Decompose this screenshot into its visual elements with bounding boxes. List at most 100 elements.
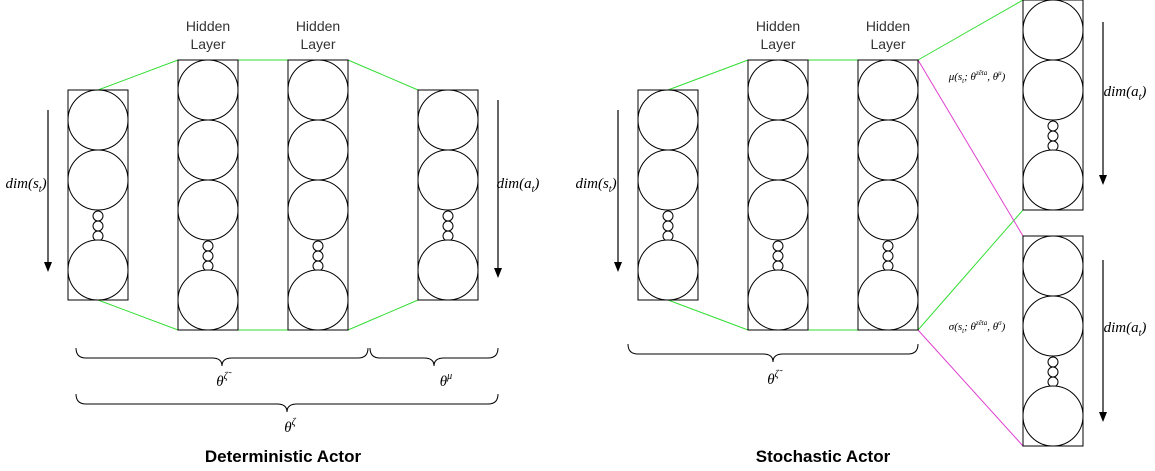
neuron	[287, 59, 349, 121]
deterministic-actor: Hidden Layer Hidden Layer	[5, 18, 539, 466]
neuron	[177, 119, 239, 181]
neuron	[1022, 235, 1084, 297]
ellipsis-dot	[1047, 366, 1059, 378]
down-arrow-head	[614, 262, 622, 272]
ellipsis-dot	[882, 250, 894, 262]
neuron	[857, 179, 919, 241]
sto-mu-layer	[1022, 0, 1084, 211]
det-input-dim-arrow	[44, 110, 52, 272]
det-brace-total-label: θζ	[284, 417, 296, 436]
sto-sigma-label: σ(st; θzēta, θσ)	[949, 319, 1006, 335]
sto-brace-body	[627, 343, 919, 363]
neuron	[857, 59, 919, 121]
ellipsis-dot	[1047, 356, 1059, 368]
sto-conn-in-h1-top	[667, 59, 749, 91]
neuron	[287, 269, 349, 331]
neuron	[857, 269, 919, 331]
down-arrow-head	[1099, 412, 1107, 422]
ellipsis-dot	[312, 240, 324, 252]
neuron	[177, 59, 239, 121]
neuron	[747, 59, 809, 121]
sto-connections	[667, 0, 1024, 447]
sto-mu-dim-arrow	[1099, 22, 1107, 185]
neuron	[67, 239, 129, 301]
neuron	[1022, 0, 1084, 61]
neuron	[177, 269, 239, 331]
sto-hidden-layer-1-label-line2: Layer	[760, 36, 795, 52]
ellipsis-dot	[772, 250, 784, 262]
ellipsis-dot	[202, 240, 214, 252]
sto-brace-body-label: θζ̃	[767, 369, 782, 388]
det-conn-in-h1-top	[97, 59, 179, 91]
down-arrow-head	[494, 268, 502, 278]
sto-conn-h2-sigma-bottom	[917, 329, 1024, 447]
det-hidden-layer-2: Hidden Layer	[287, 18, 349, 331]
neuron	[637, 89, 699, 151]
sto-input-dim-label: dim(st)	[575, 176, 616, 195]
neuron	[287, 119, 349, 181]
neuron	[857, 119, 919, 181]
ellipsis-dot	[312, 250, 324, 262]
sto-hidden-layer-1-label-line1: Hidden	[756, 18, 800, 34]
neuron	[177, 179, 239, 241]
det-hidden-layer-1-label-line1: Hidden	[186, 18, 230, 34]
ellipsis-dot	[442, 220, 454, 232]
det-output-dim-arrow	[494, 100, 502, 278]
det-brace-total	[75, 393, 499, 413]
sto-conn-in-h1-bottom	[667, 299, 749, 331]
det-input-layer	[67, 89, 129, 301]
down-arrow-head	[44, 262, 52, 272]
neuron	[67, 89, 129, 151]
sto-hidden-layer-2-label-line2: Layer	[870, 36, 905, 52]
det-connections	[97, 59, 419, 331]
neuron	[1022, 295, 1084, 357]
sto-sigma-dim-arrow	[1099, 260, 1107, 422]
det-input-dim-label: dim(st)	[5, 176, 46, 195]
ellipsis-dot	[662, 210, 674, 222]
ellipsis-dot	[1047, 120, 1059, 132]
sto-hidden-layer-2: Hidden Layer	[857, 18, 919, 331]
ellipsis-dot	[772, 240, 784, 252]
ellipsis-dot	[202, 250, 214, 262]
neuron	[1022, 385, 1084, 447]
neuron	[747, 179, 809, 241]
neuron	[747, 119, 809, 181]
down-arrow-head	[1099, 175, 1107, 185]
sto-mu-dim-label: dim(at)	[1104, 84, 1147, 103]
neuron	[417, 89, 479, 151]
neuron	[417, 239, 479, 301]
det-brace-head	[369, 347, 499, 367]
det-conn-in-h1-bottom	[97, 299, 179, 331]
det-conn-h2-out-bottom	[347, 299, 419, 331]
ellipsis-dot	[92, 210, 104, 222]
det-brace-body	[75, 347, 369, 367]
det-title: Deterministic Actor	[205, 447, 362, 466]
sto-hidden-layer-2-label-line1: Hidden	[866, 18, 910, 34]
det-brace-head-label: θμ	[440, 371, 452, 390]
sto-input-dim-arrow	[614, 110, 622, 272]
det-brace-body-label: θζ̃	[216, 371, 231, 390]
sto-title: Stochastic Actor	[756, 447, 891, 466]
sto-mu-label: μ(st; θzēta, θμ)	[948, 69, 1006, 85]
sto-sigma-dim-label: dim(at)	[1104, 320, 1147, 339]
sto-conn-h2-mu-top	[917, 0, 1024, 61]
sto-conn-h2-mu-bottom	[917, 209, 1024, 331]
neuron	[1022, 149, 1084, 211]
sto-sigma-layer	[1022, 235, 1084, 447]
stochastic-actor: Hidden Layer Hidden Layer	[575, 0, 1146, 466]
det-hidden-layer-1-label-line2: Layer	[190, 36, 225, 52]
det-hidden-layer-1: Hidden Layer	[177, 18, 239, 331]
neuron	[637, 239, 699, 301]
sto-input-layer	[637, 89, 699, 301]
neuron	[1022, 59, 1084, 121]
neuron	[67, 149, 129, 211]
neuron	[417, 149, 479, 211]
det-conn-h2-out-top	[347, 59, 419, 91]
det-output-layer	[417, 89, 479, 301]
det-hidden-layer-2-label-line1: Hidden	[296, 18, 340, 34]
ellipsis-dot	[662, 220, 674, 232]
neuron	[747, 269, 809, 331]
ellipsis-dot	[442, 210, 454, 222]
neuron	[287, 179, 349, 241]
